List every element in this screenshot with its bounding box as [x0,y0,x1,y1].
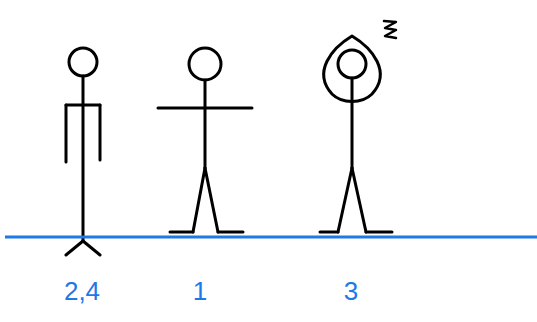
stick-figure [66,48,100,255]
figure-foot [366,231,392,234]
ground-line [5,236,537,239]
stick-figure [320,21,396,232]
figure-leg [66,241,83,255]
figure-head [69,48,97,76]
figure-arm [99,105,102,160]
figure-body [82,76,85,241]
stick-figure [158,48,252,232]
motion-squiggle [384,21,396,38]
figure-leg [193,168,205,232]
figure-foot [320,231,338,234]
figure-leg [338,168,352,232]
label-slot: 1 [193,276,207,306]
figure-leg [83,241,100,255]
label-slot: 3 [344,276,358,306]
figure-head [338,50,366,78]
figure-arm [65,105,68,162]
figure-foot [218,231,243,234]
figure-head [189,48,221,80]
callout-number: 1 [193,276,207,306]
figure-body [351,78,354,168]
figure-leg [205,168,218,232]
callout-number: 3 [344,276,358,306]
figure-leg [352,168,366,232]
callout-number: 2,4 [64,276,100,306]
label-slot: 2,4 [64,276,100,306]
figure-shoulders [66,104,100,107]
figure-body [204,80,207,168]
figure-arms [158,107,252,110]
figure-foot [170,231,193,234]
